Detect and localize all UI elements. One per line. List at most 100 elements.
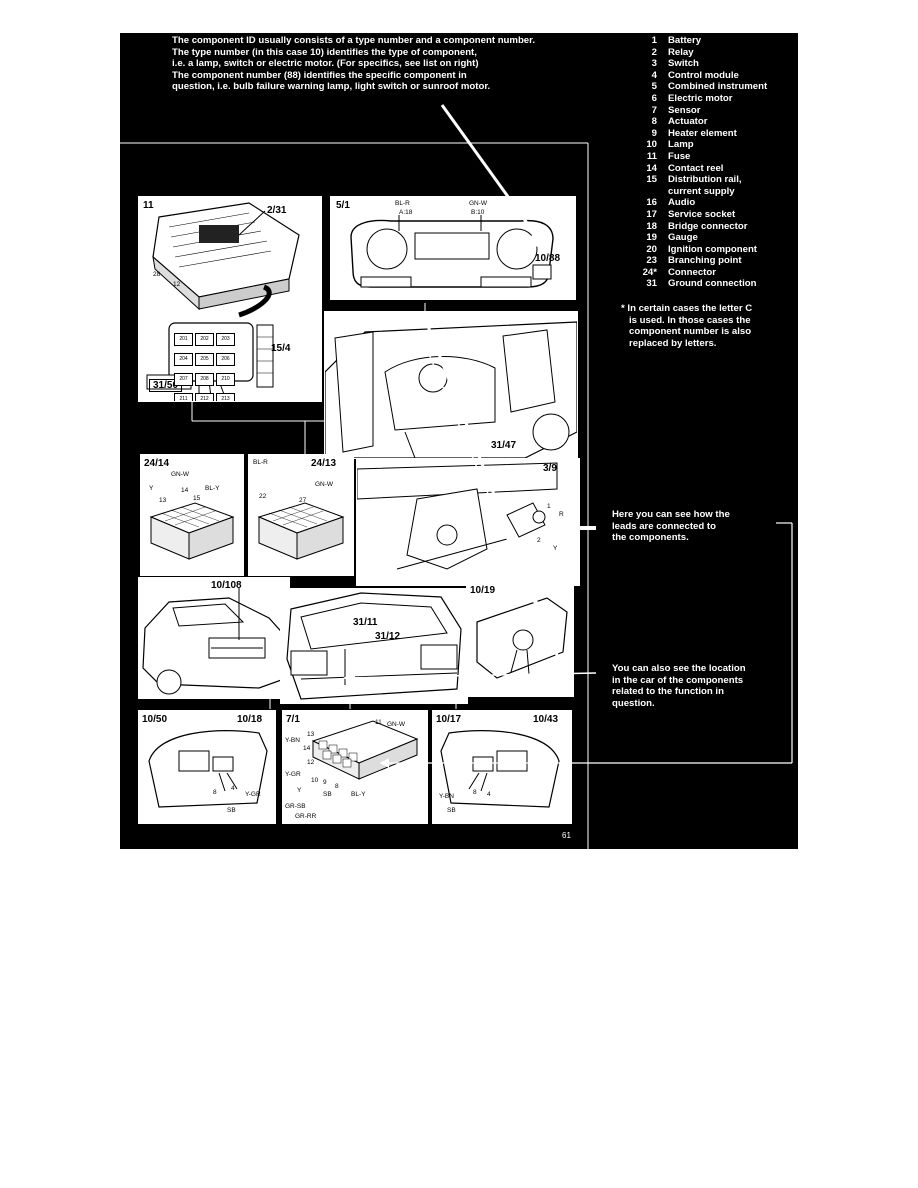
fuse-label: 210 [216, 373, 235, 386]
callout: GN-W [315, 481, 334, 488]
fuse-label: 208 [195, 373, 214, 386]
intro-line: The component ID usually consists of a t… [172, 35, 536, 46]
legend-label: Relay [668, 46, 694, 58]
switch-illustration [357, 462, 558, 570]
legend-number: 9 [651, 127, 657, 139]
legend-number: 17 [646, 208, 657, 220]
legend-label: Service socket [668, 208, 736, 220]
footnote-line: replaced by letters. [629, 337, 717, 349]
legend-label: Branching point [668, 255, 742, 267]
legend-label: Heater element [668, 127, 737, 139]
panel-label: 10/19 [470, 585, 496, 596]
fuse-label: 211 [174, 393, 193, 401]
intro-line: The type number (in this case 10) identi… [172, 46, 477, 58]
intro-line: The component number (88) identifies the… [172, 69, 467, 81]
lamp-illustration [476, 597, 568, 679]
legend-label: Combined instrument [668, 81, 768, 93]
callout: 31/47 [491, 440, 517, 451]
callout: GN-W [171, 471, 190, 478]
callout: Y-GR [285, 771, 301, 778]
callout: 8 [213, 789, 217, 796]
note-line: leads are connected to [612, 520, 716, 532]
callout: GN-W [469, 200, 488, 207]
legend-label: Battery [668, 35, 702, 46]
callout: SB [447, 807, 456, 814]
intro-text: The component ID usually consists of a t… [172, 35, 592, 93]
legend-label: Audio [668, 197, 696, 209]
legend-row: 31 Ground connection [633, 278, 798, 290]
callout: Y [149, 485, 154, 492]
legend-label: Sensor [668, 104, 701, 116]
callout: 28 [153, 271, 161, 278]
legend-number: 10 [646, 139, 657, 151]
page-number: 61 [562, 831, 571, 840]
panel-label: 3/9 [543, 463, 557, 474]
callout: SB [227, 807, 236, 814]
callout: 14 [181, 487, 189, 494]
legend-label: current supply [668, 185, 735, 197]
panel-connector-7-1: 7/1 GN-W Y-BN Y-GR Y GR-SB GR-RR SB BL-Y… [282, 710, 428, 824]
panel-label: 11 [143, 200, 154, 211]
legend-label: Ground connection [668, 278, 757, 290]
callout: 10 [311, 777, 319, 784]
fuse-label: 213 [216, 393, 235, 401]
panel-instrument: 5/1 BL-R GN-W A:18 B:10 10/88 [330, 196, 576, 300]
panel-connector-24-13: 24/13 BL-R GN-W 22 27 [248, 454, 354, 576]
legend-label: Contact reel [668, 162, 724, 174]
panel-label: 24/13 [311, 458, 337, 469]
callout: SB [323, 791, 332, 798]
panel-car-rear: 10/108 [138, 577, 290, 699]
legend-number: 8 [651, 116, 657, 128]
note-line: in the car of the components [612, 674, 744, 686]
legend-number: 19 [646, 232, 657, 244]
callout: 31/11 [353, 617, 378, 628]
legend-label: Control module [668, 69, 739, 81]
legend-label: Connector [668, 266, 716, 278]
note-line: the components. [612, 532, 689, 543]
callout: 14 [303, 745, 311, 752]
panel-fusebox: 11 2/31 15/4 31/50 28 12 [138, 196, 322, 402]
legend-row: 15 Distribution rail, [633, 174, 798, 186]
legend-row: current supply [633, 186, 798, 198]
location-note: You can also see the location in the car… [612, 663, 746, 709]
callout: 1 [547, 503, 551, 510]
fuse-label: 212 [195, 393, 214, 401]
callout: 15/4 [271, 343, 291, 354]
panel-trunk: 31/11 31/12 [280, 588, 468, 704]
callout: 8 [335, 783, 339, 790]
legend-number: 2 [651, 46, 657, 58]
callout: GR-RR [295, 813, 317, 820]
fuse-label: 204 [174, 353, 193, 366]
note-line: Here you can see how the [612, 509, 730, 520]
interior-illustration [325, 321, 577, 458]
connector-illustration [311, 720, 419, 780]
panel-label: 10/17 [436, 714, 462, 725]
legend-number: 18 [646, 220, 657, 232]
fuse-label: 207 [174, 373, 193, 386]
panel-connector-24-14: 24/14 GN-W Y BL-Y 14 15 13 [140, 454, 244, 576]
panel-label: 24/14 [144, 458, 170, 469]
callout: BL-R [253, 459, 268, 466]
lead-connection-note: Here you can see how the leads are conne… [612, 509, 730, 544]
legend-number: 15 [646, 174, 657, 186]
callout: 12 [307, 759, 315, 766]
fuse-label: 201 [174, 333, 193, 346]
legend-label: Lamp [668, 139, 694, 151]
legend-number: 20 [646, 243, 657, 255]
legend-label: Distribution rail, [668, 174, 742, 186]
panel-label: 7/1 [286, 714, 300, 725]
connector-illustration [149, 502, 235, 560]
callout: BL-Y [351, 791, 366, 798]
note-line: question. [612, 697, 655, 709]
callout: B:10 [471, 209, 485, 216]
note-line: related to the function in [612, 686, 724, 697]
legend-number: 31 [646, 278, 657, 290]
panel-interior: 31/47 [324, 311, 578, 459]
callout: BL-R [395, 200, 410, 207]
callout: 22 [259, 493, 267, 500]
callout: 12 [173, 281, 181, 288]
